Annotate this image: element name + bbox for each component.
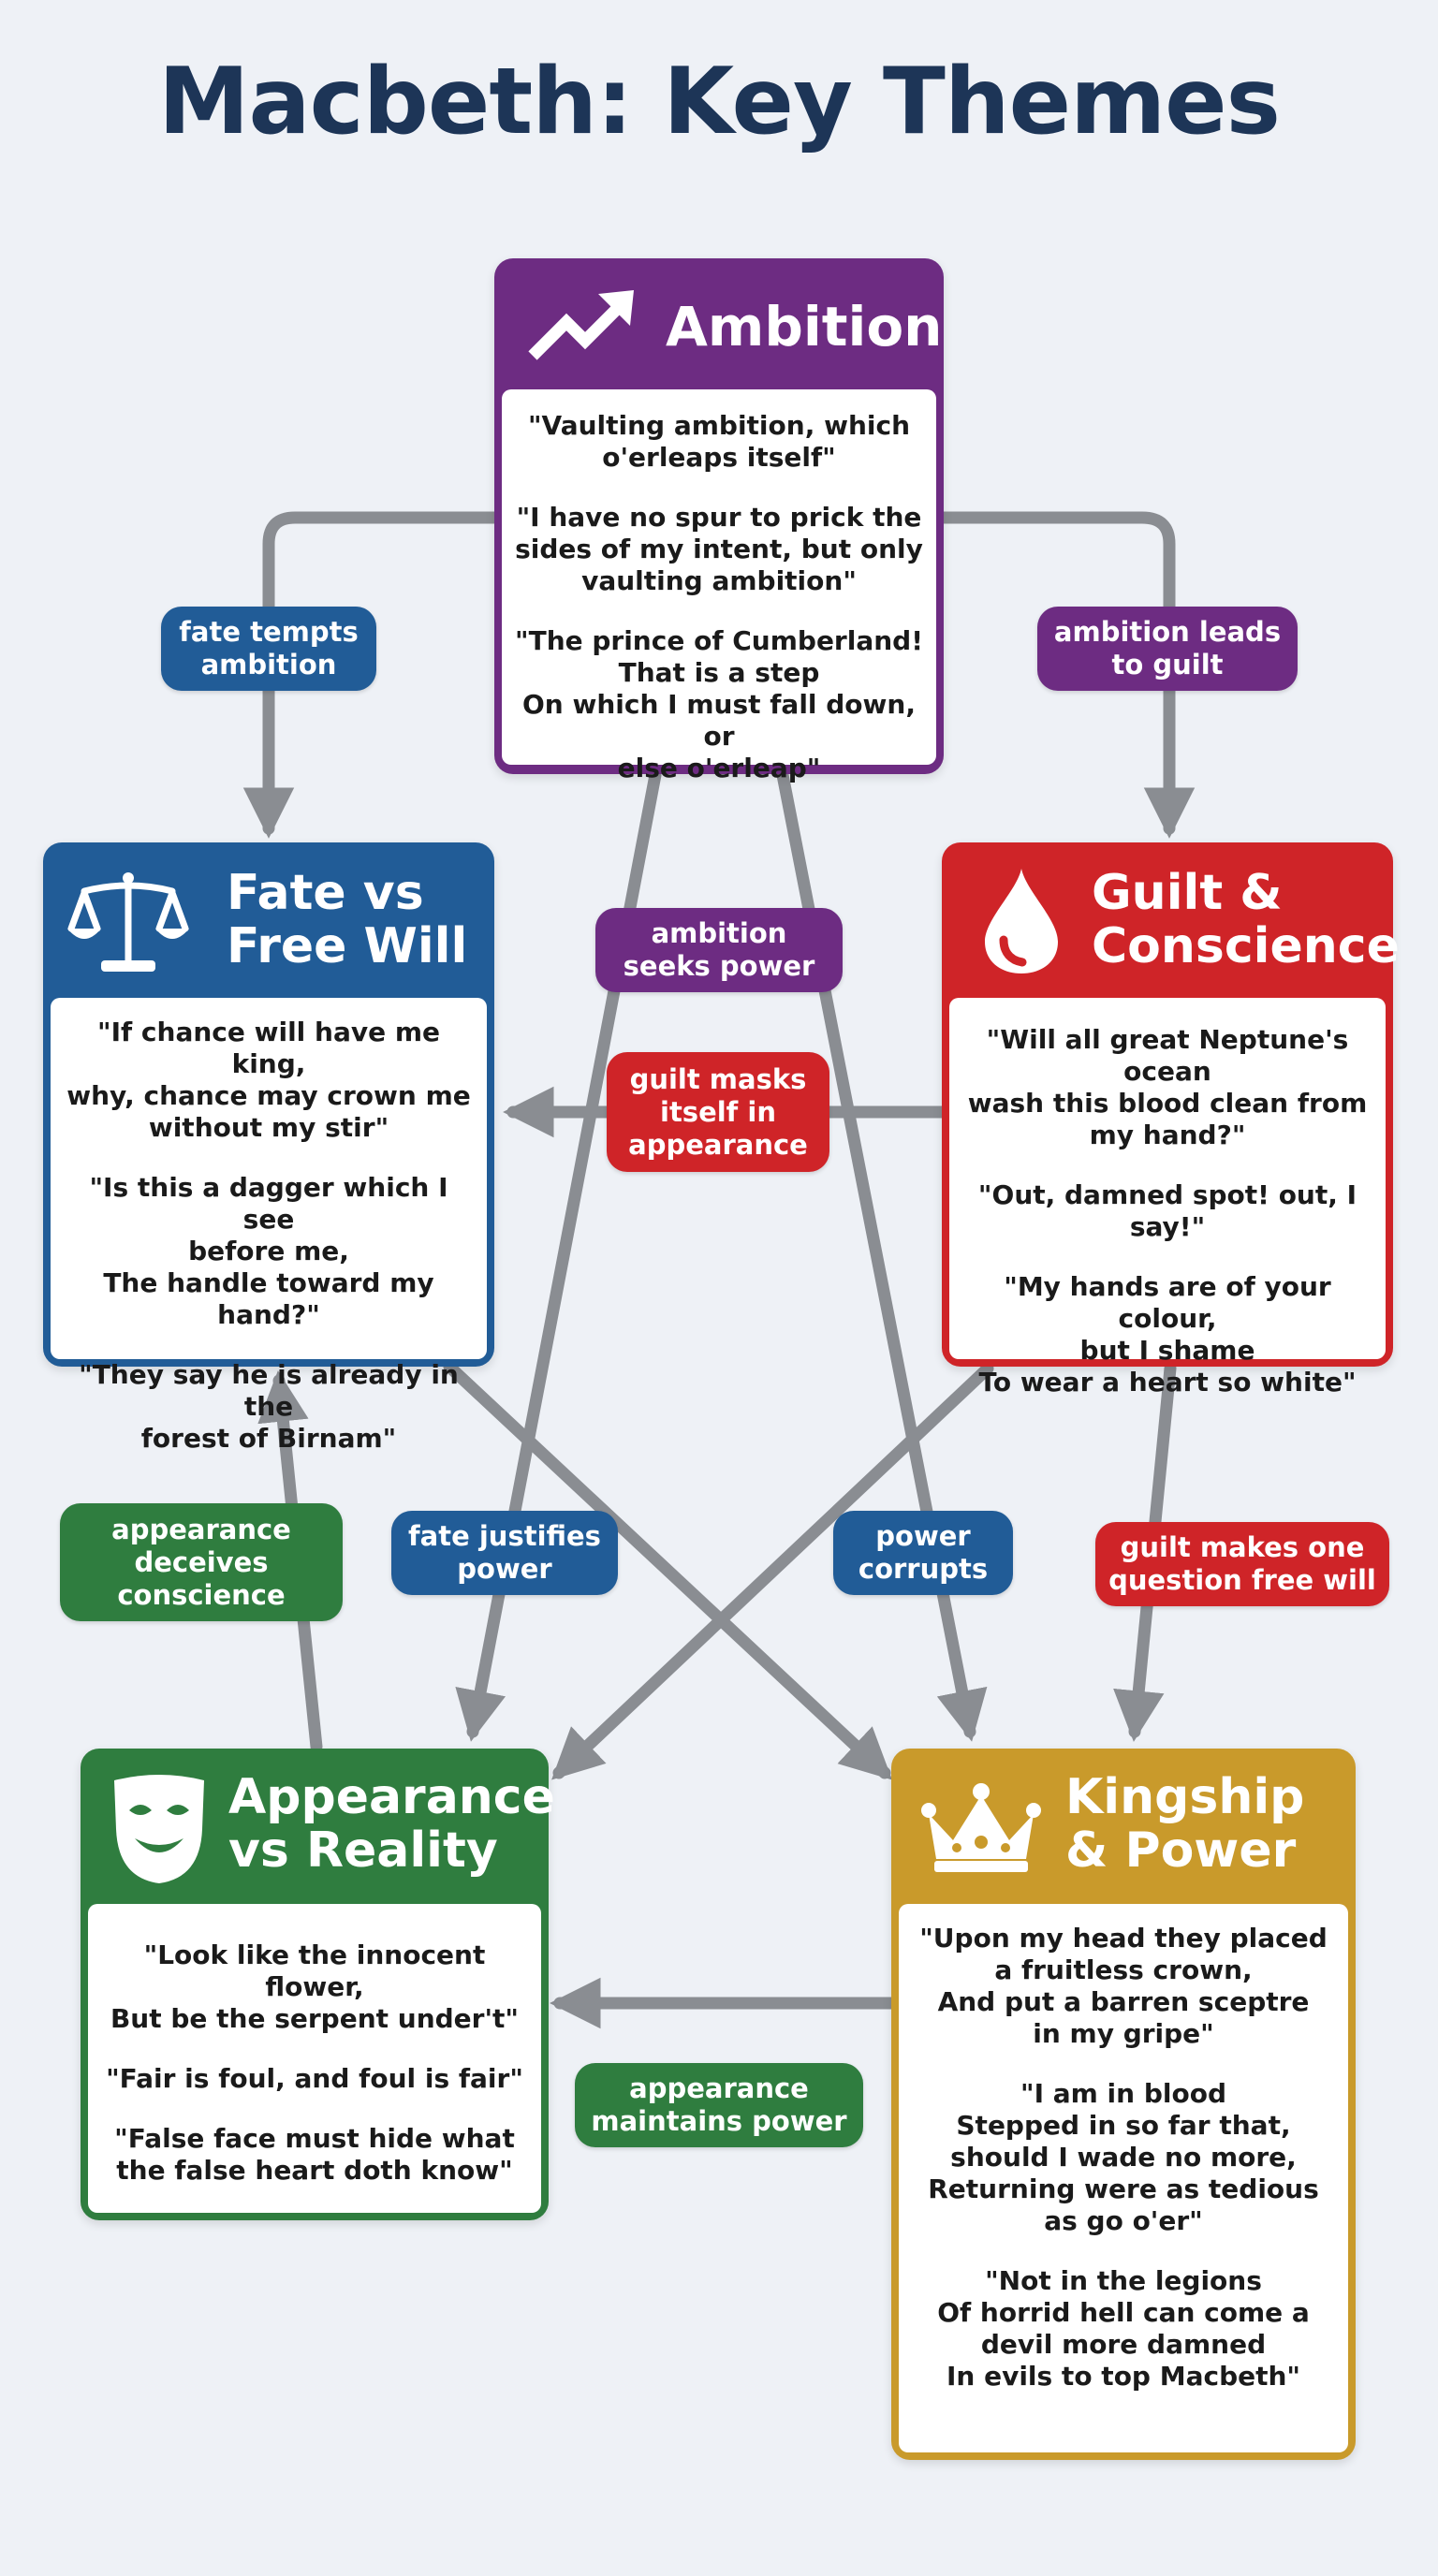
theme-card-kingship: Kingship & Power "Upon my head they plac… [891, 1749, 1356, 2460]
theme-title-line: Conscience [1092, 918, 1400, 975]
theme-title-guilt: Guilt & Conscience [1092, 865, 1400, 975]
quote: "Fair is foul, and foul is fair" [106, 2063, 523, 2094]
theme-title-line: Guilt & [1092, 865, 1283, 921]
theme-quotes-ambition: "Vaulting ambition, which o'erleaps itse… [502, 389, 936, 783]
theme-title-line: vs Reality [228, 1822, 498, 1880]
blood-drop-icon [985, 869, 1058, 973]
theme-card-guilt: Guilt & Conscience "Will all great Neptu… [942, 842, 1400, 1398]
link-label-fate-tempts-ambition: fate tempts ambition [161, 607, 376, 691]
quote: "False face must hide what the false hea… [114, 2123, 515, 2186]
theme-card-ambition: Ambition "Vaulting ambition, which o'erl… [494, 258, 944, 783]
theme-title-line: Kingship [1065, 1769, 1305, 1825]
theme-title-kingship: Kingship & Power [1065, 1769, 1305, 1880]
quote: "Upon my head they placed a fruitless cr… [919, 1923, 1328, 2049]
link-label-guilt-questions-free-will: guilt makes one question free will [1095, 1522, 1389, 1606]
quote: "The prince of Cumberland! That is a ste… [515, 625, 923, 783]
quote: "I have no spur to prick the sides of my… [515, 502, 923, 596]
page-title: Macbeth: Key Themes [158, 49, 1281, 155]
quote: "I am in blood Stepped in so far that, s… [928, 2078, 1319, 2236]
scales-icon [67, 872, 189, 972]
quote: "Vaulting ambition, which o'erleaps itse… [527, 410, 911, 473]
quote: "My hands are of your colour, but I sham… [978, 1271, 1357, 1398]
theme-title-line: Appearance [228, 1769, 555, 1825]
theme-quotes-kingship: "Upon my head they placed a fruitless cr… [899, 1904, 1348, 2452]
quote: "Will all great Neptune's ocean wash thi… [967, 1024, 1368, 1150]
link-label-guilt-masks-itself: guilt masks itself in appearance [607, 1052, 829, 1172]
link-label-power-corrupts: power corrupts [833, 1511, 1013, 1595]
crown-icon [921, 1783, 1041, 1872]
theme-title-fate: Fate vs Free Will [227, 865, 468, 975]
theatre-mask-icon [114, 1775, 204, 1883]
theme-title-appearance: Appearance vs Reality [228, 1769, 555, 1880]
arrow-ambition-to-fate [242, 511, 503, 839]
theme-quotes-appearance: "Look like the innocent flower, But be t… [88, 1904, 541, 2213]
theme-quotes-fate: "If chance will have me king, why, chanc… [51, 998, 487, 1454]
link-label-ambition-seeks-power: ambition seeks power [595, 908, 843, 992]
quote: "Out, damned spot! out, I say!" [977, 1179, 1357, 1242]
theme-card-fate: Fate vs Free Will "If chance will have m… [43, 842, 494, 1454]
theme-quotes-guilt: "Will all great Neptune's ocean wash thi… [949, 998, 1386, 1398]
quote: "They say he is already in the forest of… [79, 1359, 459, 1454]
arrow-ambition-to-guilt [935, 511, 1196, 839]
link-label-ambition-leads-to-guilt: ambition leads to guilt [1037, 607, 1298, 691]
theme-card-appearance: Appearance vs Reality "Look like the inn… [81, 1749, 555, 2220]
quote: "Is this a dagger which I see before me,… [89, 1172, 448, 1330]
quote: "Not in the legions Of horrid hell can c… [937, 2265, 1310, 2392]
quote: "Look like the innocent flower, But be t… [110, 1939, 520, 2034]
arrow-guilt-to-appearance [551, 1362, 994, 1780]
theme-title-ambition: Ambition [666, 295, 943, 359]
theme-title-line: & Power [1065, 1822, 1297, 1880]
theme-title-line: Free Will [227, 918, 468, 975]
theme-title-line: Fate vs [227, 865, 424, 921]
arrow-fate-to-kingship [443, 1360, 892, 1780]
link-label-appearance-maintains-power: appearance maintains power [575, 2063, 863, 2147]
quote: "If chance will have me king, why, chanc… [66, 1017, 471, 1143]
link-label-fate-justifies-power: fate justifies power [391, 1511, 618, 1595]
link-label-appearance-deceives-conscience: appearance deceives conscience [60, 1503, 343, 1621]
trend-up-arrow-icon [528, 290, 634, 360]
